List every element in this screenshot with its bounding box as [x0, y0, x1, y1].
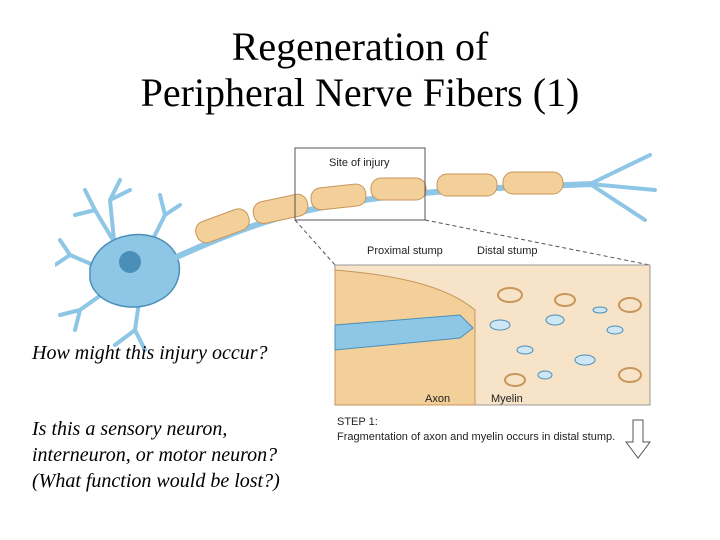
nerve-diagram: Site of injury Proximal stump Distal stu…	[55, 147, 657, 459]
magnified-panel: Proximal stump Distal stump Axon Myelin	[334, 245, 651, 406]
site-of-injury-label: Site of injury	[329, 157, 390, 169]
question-injury: How might this injury occur?	[32, 342, 268, 364]
axon-label: Axon	[425, 393, 450, 405]
proximal-stump-label: Proximal stump	[367, 245, 443, 257]
injury-site-box	[294, 147, 426, 221]
myelin-segments	[195, 171, 564, 244]
down-arrow-icon	[625, 419, 651, 459]
axon-terminals	[588, 153, 657, 222]
title-line-1: Regeneration of	[231, 24, 489, 69]
neuron-nucleus	[119, 251, 141, 273]
title-line-2: Peripheral Nerve Fibers (1)	[140, 70, 580, 115]
distal-stump-label: Distal stump	[477, 245, 538, 257]
myelin-label: Myelin	[491, 393, 523, 405]
question-neuron-type: Is this a sensory neuron, interneuron, o…	[32, 418, 280, 492]
step-title: STEP 1:	[337, 416, 378, 428]
step-text: Fragmentation of axon and myelin occurs …	[337, 431, 615, 443]
slide-title: Regeneration of Peripheral Nerve Fibers …	[0, 24, 720, 116]
